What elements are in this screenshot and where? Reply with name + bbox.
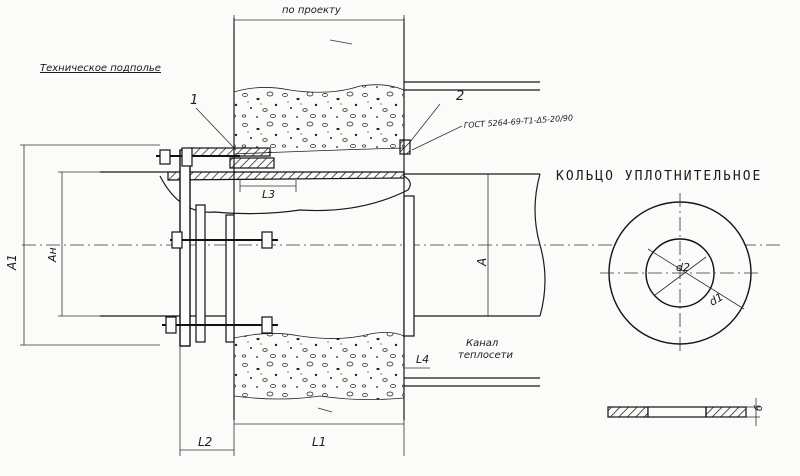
- wall: [233, 18, 405, 420]
- flange-assembly: [156, 139, 415, 347]
- ring-d1-label: d1: [707, 290, 726, 308]
- callout-1: 1: [190, 93, 198, 108]
- callout-2: 2: [456, 89, 464, 104]
- dimension-L2: L2: [198, 435, 212, 449]
- basement-label: Техническое подполье: [40, 63, 161, 74]
- dimension-L4: L4: [416, 353, 429, 366]
- ring-d2-label: d2: [676, 261, 690, 274]
- gost-label: ГОСТ 5264-69-Т1-Δ5-20/90: [464, 113, 574, 130]
- dimension-A: A: [475, 258, 489, 267]
- ring-thickness-label: б: [753, 405, 765, 411]
- dimensions: [20, 15, 489, 456]
- ring-title: КОЛЬЦО УПЛОТНИТЕЛЬНОЕ: [556, 169, 762, 184]
- sealing-ring: [600, 193, 760, 426]
- channel-label-line1: Канал: [466, 338, 499, 349]
- dimension-A1: A1: [5, 254, 19, 271]
- dimension-L1: L1: [312, 435, 326, 449]
- dimension-L3: L3: [262, 188, 275, 201]
- top-dimension-label: по проекту: [282, 5, 342, 16]
- dimension-Ah: Aн: [46, 247, 59, 263]
- heating-channel: [404, 81, 540, 387]
- channel-label-line2: теплосети: [458, 350, 514, 361]
